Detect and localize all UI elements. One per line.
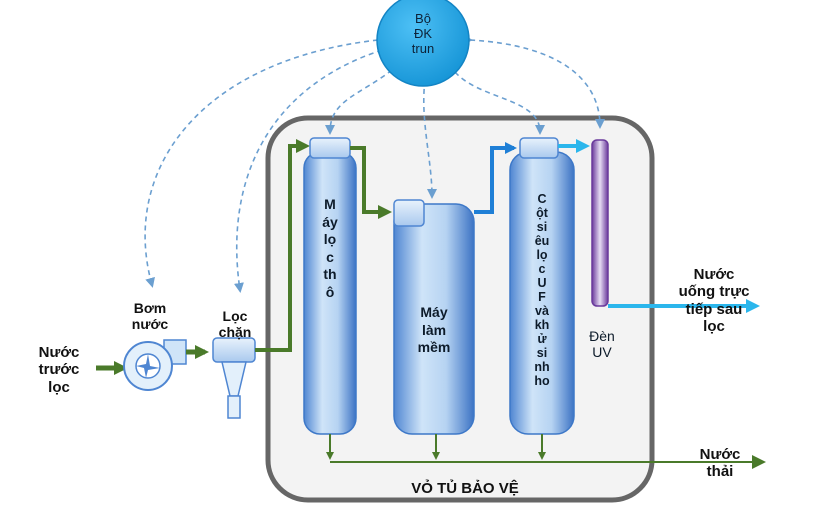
guard-filter-icon xyxy=(212,337,256,419)
filter-to-coarse-arrow xyxy=(255,139,310,352)
softener-column xyxy=(393,199,475,435)
controller-unit xyxy=(376,0,470,87)
control-line-uv xyxy=(462,34,605,129)
coarse-filter-column xyxy=(303,137,357,435)
coarse-to-softener-arrow xyxy=(350,146,392,219)
drinking-water-label: Nước uống trực tiếp sau lọc xyxy=(678,266,750,335)
guard-filter-label: Lọc chặn xyxy=(218,308,252,341)
waste-line xyxy=(326,434,766,469)
raw-water-label: Nước trước lọc xyxy=(38,344,80,396)
coarse-filter-label: M áy lọ c th ô xyxy=(322,196,338,300)
controller-label: Bộ ĐK trun xyxy=(411,11,435,56)
uf-column-label: C ột si êu lọ c U F và kh ử si nh ho xyxy=(534,192,550,388)
control-line-coarse xyxy=(325,61,401,135)
softener-label: Máy làm mềm xyxy=(417,304,451,355)
waste-water-label: Nước thải xyxy=(699,446,741,481)
control-signal-lines xyxy=(144,34,605,293)
pump-label: Bơm nước xyxy=(131,300,169,333)
uv-lamp xyxy=(591,139,609,307)
cabinet-label: VỎ TỦ BẢO VỆ xyxy=(411,480,519,497)
pump-icon xyxy=(123,339,187,391)
softener-to-uf-arrow xyxy=(474,142,517,214)
uv-lamp-label: Đèn UV xyxy=(589,328,615,361)
control-line-softener xyxy=(420,72,437,199)
